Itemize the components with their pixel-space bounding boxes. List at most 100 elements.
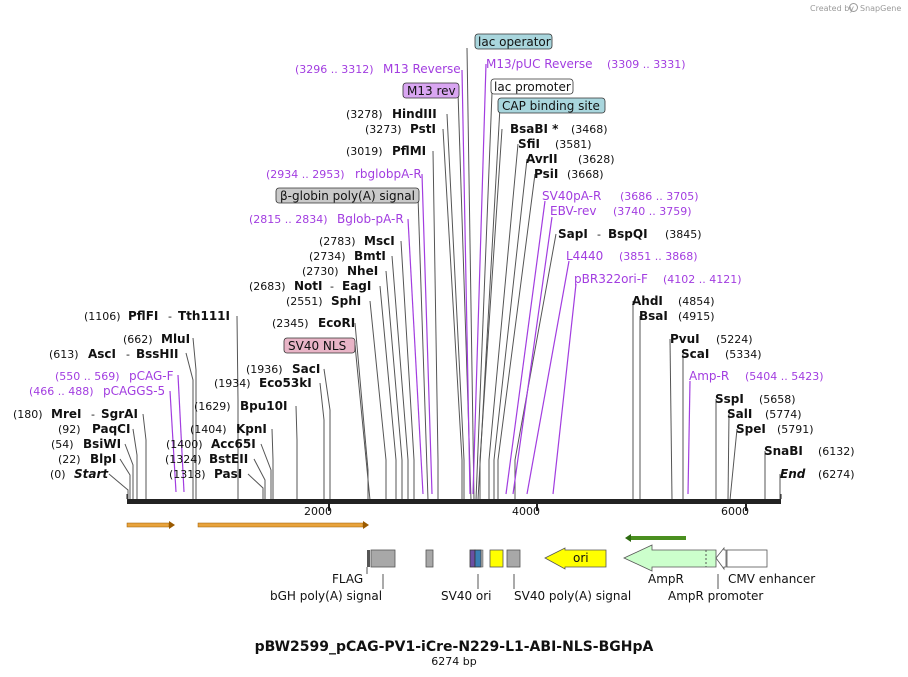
site-name: PsiI bbox=[534, 167, 558, 181]
primer-leader-lines bbox=[169, 63, 691, 495]
site-pos: (1934) bbox=[214, 377, 251, 390]
site-name: PaqCI bbox=[92, 422, 130, 436]
primer-range: (3851 .. 3868) bbox=[619, 250, 698, 263]
site-sep: - bbox=[597, 228, 601, 241]
cap-site-label: CAP binding site bbox=[502, 99, 600, 113]
site-pos: (613) bbox=[49, 348, 79, 361]
site-name: SapI bbox=[558, 227, 588, 241]
primer-name: pCAG-F bbox=[129, 369, 174, 383]
primer-range: (466 .. 488) bbox=[29, 385, 94, 398]
primer-name: pBR322ori-F bbox=[574, 272, 648, 286]
sv40-ori-block bbox=[480, 549, 484, 568]
site-name: SgrAI bbox=[101, 407, 138, 421]
site-pos: (5334) bbox=[725, 348, 762, 361]
site-pos: (4854) bbox=[678, 295, 715, 308]
site-name: Bpu10I bbox=[240, 399, 287, 413]
site-pos: (3278) bbox=[346, 108, 383, 121]
site-pos: (92) bbox=[58, 423, 81, 436]
primer-range: (4102 .. 4121) bbox=[663, 273, 742, 286]
feature-blocks bbox=[367, 544, 768, 572]
site-pos: (1400) bbox=[166, 438, 203, 451]
site-name: PasI bbox=[214, 467, 242, 481]
site-name: Eco53kI bbox=[259, 376, 312, 390]
site-name: SphI bbox=[331, 294, 361, 308]
site-name: BssHII bbox=[136, 347, 178, 361]
site-pos: (1324) bbox=[165, 453, 202, 466]
site-pos: (3468) bbox=[571, 123, 608, 136]
site-pos: (2730) bbox=[302, 265, 339, 278]
primer-name: L4440 bbox=[566, 249, 603, 263]
ori-label: ori bbox=[573, 551, 589, 565]
flag-label: FLAG bbox=[332, 572, 363, 586]
backbone bbox=[126, 494, 782, 511]
site-name: SacI bbox=[292, 362, 320, 376]
m13-rev-box bbox=[402, 82, 460, 99]
site-name: SnaBI bbox=[764, 444, 803, 458]
sv40-nls-label: SV40 NLS bbox=[288, 339, 346, 353]
primer-name: M13 Reverse bbox=[383, 62, 461, 76]
cmv-block bbox=[726, 549, 768, 568]
site-pos: (54) bbox=[51, 438, 74, 451]
lac-operator-box bbox=[474, 33, 553, 50]
site-pos: (5791) bbox=[777, 423, 814, 436]
primer-name: rbglobpA-R bbox=[355, 167, 422, 181]
flag-block bbox=[367, 550, 370, 567]
site-leader-lines bbox=[108, 47, 781, 501]
snapgene-logo-icon bbox=[849, 3, 858, 12]
site-pos: (2683) bbox=[249, 280, 286, 293]
axis-tick-4000: 4000 bbox=[512, 505, 540, 518]
site-pos: (4915) bbox=[678, 310, 715, 323]
primer-range: (3296 .. 3312) bbox=[295, 63, 374, 76]
site-pos: (1106) bbox=[84, 310, 121, 323]
primer-range: (3686 .. 3705) bbox=[620, 190, 699, 203]
site-pos: (3845) bbox=[665, 228, 702, 241]
site-name: MreI bbox=[51, 407, 81, 421]
site-name: BsaBI * bbox=[510, 122, 559, 136]
cap-site-box bbox=[497, 97, 606, 114]
primer-name: EBV-rev bbox=[550, 204, 596, 218]
site-name: ScaI bbox=[681, 347, 709, 361]
primers: (466 .. 488) pCAGGS-5 (550 .. 569) pCAG-… bbox=[29, 57, 824, 398]
primer-name: Amp-R bbox=[689, 369, 729, 383]
lac-promoter-label: lac promoter bbox=[494, 80, 571, 94]
site-pos: (6274) bbox=[818, 468, 855, 481]
site-pos: (5224) bbox=[716, 333, 753, 346]
sites-left: (0) Start (22) BlpI (54) BsiWI (92) PaqC… bbox=[13, 107, 437, 481]
ampr-promoter-label: AmpR promoter bbox=[668, 589, 763, 603]
site-sep: - bbox=[330, 280, 334, 293]
lac-promoter-box bbox=[490, 78, 574, 95]
site-pos: (3581) bbox=[555, 138, 592, 151]
bgh-block bbox=[370, 549, 396, 568]
site-name: PstI bbox=[410, 122, 436, 136]
primer-name: pCAGGS-5 bbox=[103, 384, 165, 398]
site-pos: (5774) bbox=[765, 408, 802, 421]
primer-range: (2815 .. 2834) bbox=[249, 213, 328, 226]
site-name: HindIII bbox=[392, 107, 437, 121]
site-pos: (3273) bbox=[365, 123, 402, 136]
primer-range: (3309 .. 3331) bbox=[607, 58, 686, 71]
site-name: NheI bbox=[347, 264, 378, 278]
ori-arrow bbox=[544, 547, 607, 570]
feature-label-leaders bbox=[366, 567, 719, 589]
primer-name: M13/pUC Reverse bbox=[486, 57, 593, 71]
site-pos: (1936) bbox=[246, 363, 283, 376]
site-name: SpeI bbox=[736, 422, 766, 436]
globin-pa-box bbox=[275, 187, 420, 204]
axis-tick-6000: 6000 bbox=[721, 505, 749, 518]
site-pos: (3019) bbox=[346, 145, 383, 158]
site-pos: (2551) bbox=[286, 295, 323, 308]
site-name: End bbox=[780, 467, 806, 481]
map-subtitle: 6274 bp bbox=[431, 655, 476, 668]
map-title: pBW2599_pCAG-PV1-iCre-N229-L1-ABI-NLS-BG… bbox=[255, 639, 654, 655]
site-name: PflMI bbox=[392, 144, 426, 158]
site-name: Acc65I bbox=[211, 437, 256, 451]
site-pos: (1629) bbox=[194, 400, 231, 413]
site-pos: (1318) bbox=[169, 468, 206, 481]
credit-brand: SnapGene bbox=[860, 4, 901, 13]
primer-range: (550 .. 569) bbox=[55, 370, 120, 383]
site-sep: - bbox=[91, 408, 95, 421]
site-pos: (2734) bbox=[309, 250, 346, 263]
site-pos: (2783) bbox=[319, 235, 356, 248]
site-name: AscI bbox=[88, 347, 116, 361]
